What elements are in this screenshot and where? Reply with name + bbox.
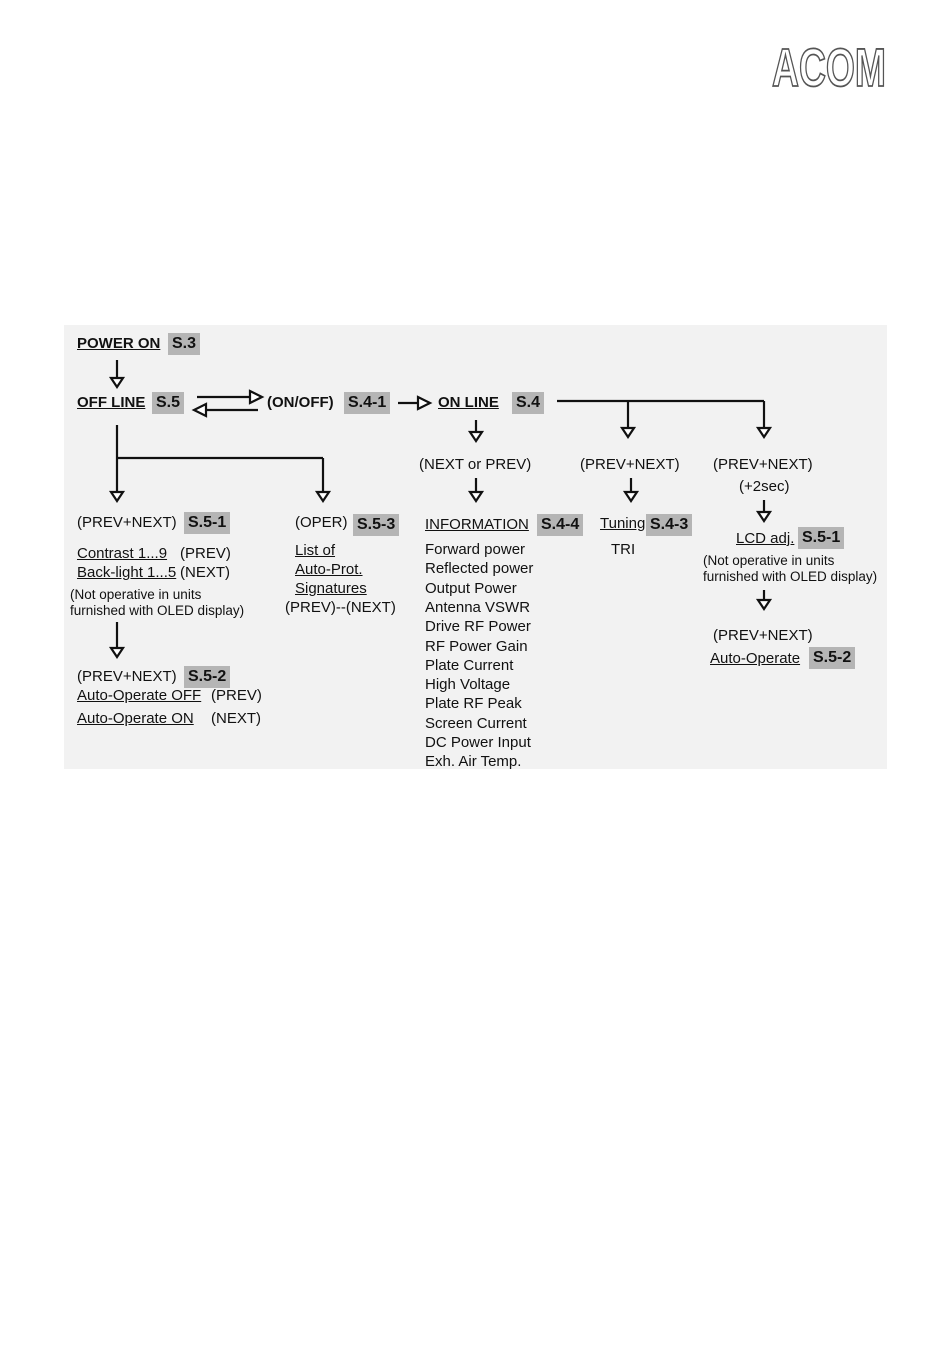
off-line-label: OFF LINE	[77, 394, 146, 411]
on-line-label: ON LINE	[438, 394, 499, 411]
note-left-line2: furnished with OLED display)	[70, 603, 245, 618]
prev-next-right-label: (PREV+NEXT)	[713, 456, 813, 473]
information-item: Exh. Air Temp.	[425, 753, 522, 771]
information-item: Plate Current	[425, 656, 514, 674]
information-item: Antenna VSWR	[425, 598, 531, 616]
auto-off-label: Auto-Operate OFF	[77, 687, 202, 704]
on-line-tag: S.4	[512, 392, 545, 414]
information-item: Plate RF Peak	[425, 695, 522, 713]
tri-label: TRI	[611, 541, 636, 558]
information-item: Screen Current	[425, 714, 527, 732]
prev-next-s52-label: (PREV+NEXT)	[77, 668, 177, 685]
note-right-line2: furnished with OLED display)	[703, 569, 878, 584]
information-item: RF Power Gain	[425, 637, 528, 655]
flowchart-panel	[64, 325, 887, 769]
logo-text: ACOM	[772, 42, 886, 92]
prev-next-s51-label: (PREV+NEXT)	[77, 514, 177, 531]
auto-on-label: Auto-Operate ON	[77, 710, 194, 727]
off-line-tag: S.5	[152, 392, 185, 414]
oper-tag: S.5-3	[353, 514, 400, 536]
information-tag: S.4-4	[537, 514, 584, 536]
power-on-tag: S.3	[168, 333, 201, 355]
tuning-tag: S.4-3	[646, 514, 693, 536]
oper-label: (OPER)	[295, 514, 348, 531]
information-label: INFORMATION	[425, 516, 529, 533]
next-or-prev-label: (NEXT or PREV)	[419, 456, 532, 473]
auto-on-key: (NEXT)	[211, 710, 261, 727]
lcd-adj-tag: S.5-1	[798, 527, 845, 549]
information-item: Drive RF Power	[425, 618, 531, 636]
contrast-key: (PREV)	[180, 545, 231, 562]
prev-next-nav: (PREV)--(NEXT)	[285, 599, 396, 616]
lcd-adj-label: LCD adj.	[736, 530, 795, 547]
on-off-tag: S.4-1	[344, 392, 391, 414]
signatures-line3: Signatures	[295, 580, 367, 597]
prev-next-right2-label: (PREV+NEXT)	[713, 627, 813, 644]
plus-2sec-label: (+2sec)	[739, 478, 790, 495]
note-left-line1: (Not operative in units	[70, 587, 202, 602]
auto-off-key: (PREV)	[211, 687, 262, 704]
acom-logo: ACOM	[771, 42, 887, 92]
signatures-line2: Auto-Prot.	[295, 561, 363, 578]
backlight-key: (NEXT)	[180, 564, 230, 581]
prev-next-mid-label: (PREV+NEXT)	[580, 456, 680, 473]
prev-next-s51-tag: S.5-1	[184, 512, 231, 534]
information-item: DC Power Input	[425, 734, 531, 751]
on-off-label: (ON/OFF)	[267, 394, 334, 411]
information-item: Reflected power	[425, 560, 534, 578]
contrast-label: Contrast 1...9	[77, 545, 168, 562]
backlight-label: Back-light 1...5	[77, 564, 177, 581]
signatures-line1: List of	[295, 542, 336, 559]
power-on-label: POWER ON	[77, 335, 161, 352]
information-item: Output Power	[425, 579, 517, 597]
note-right-line1: (Not operative in units	[703, 553, 835, 568]
prev-next-s52-tag: S.5-2	[184, 666, 231, 688]
tuning-label: Tuning	[600, 515, 646, 532]
information-item: Forward power	[425, 541, 526, 558]
auto-operate-label: Auto-Operate	[710, 650, 801, 667]
information-item: High Voltage	[425, 676, 511, 694]
auto-operate-tag: S.5-2	[809, 647, 856, 669]
